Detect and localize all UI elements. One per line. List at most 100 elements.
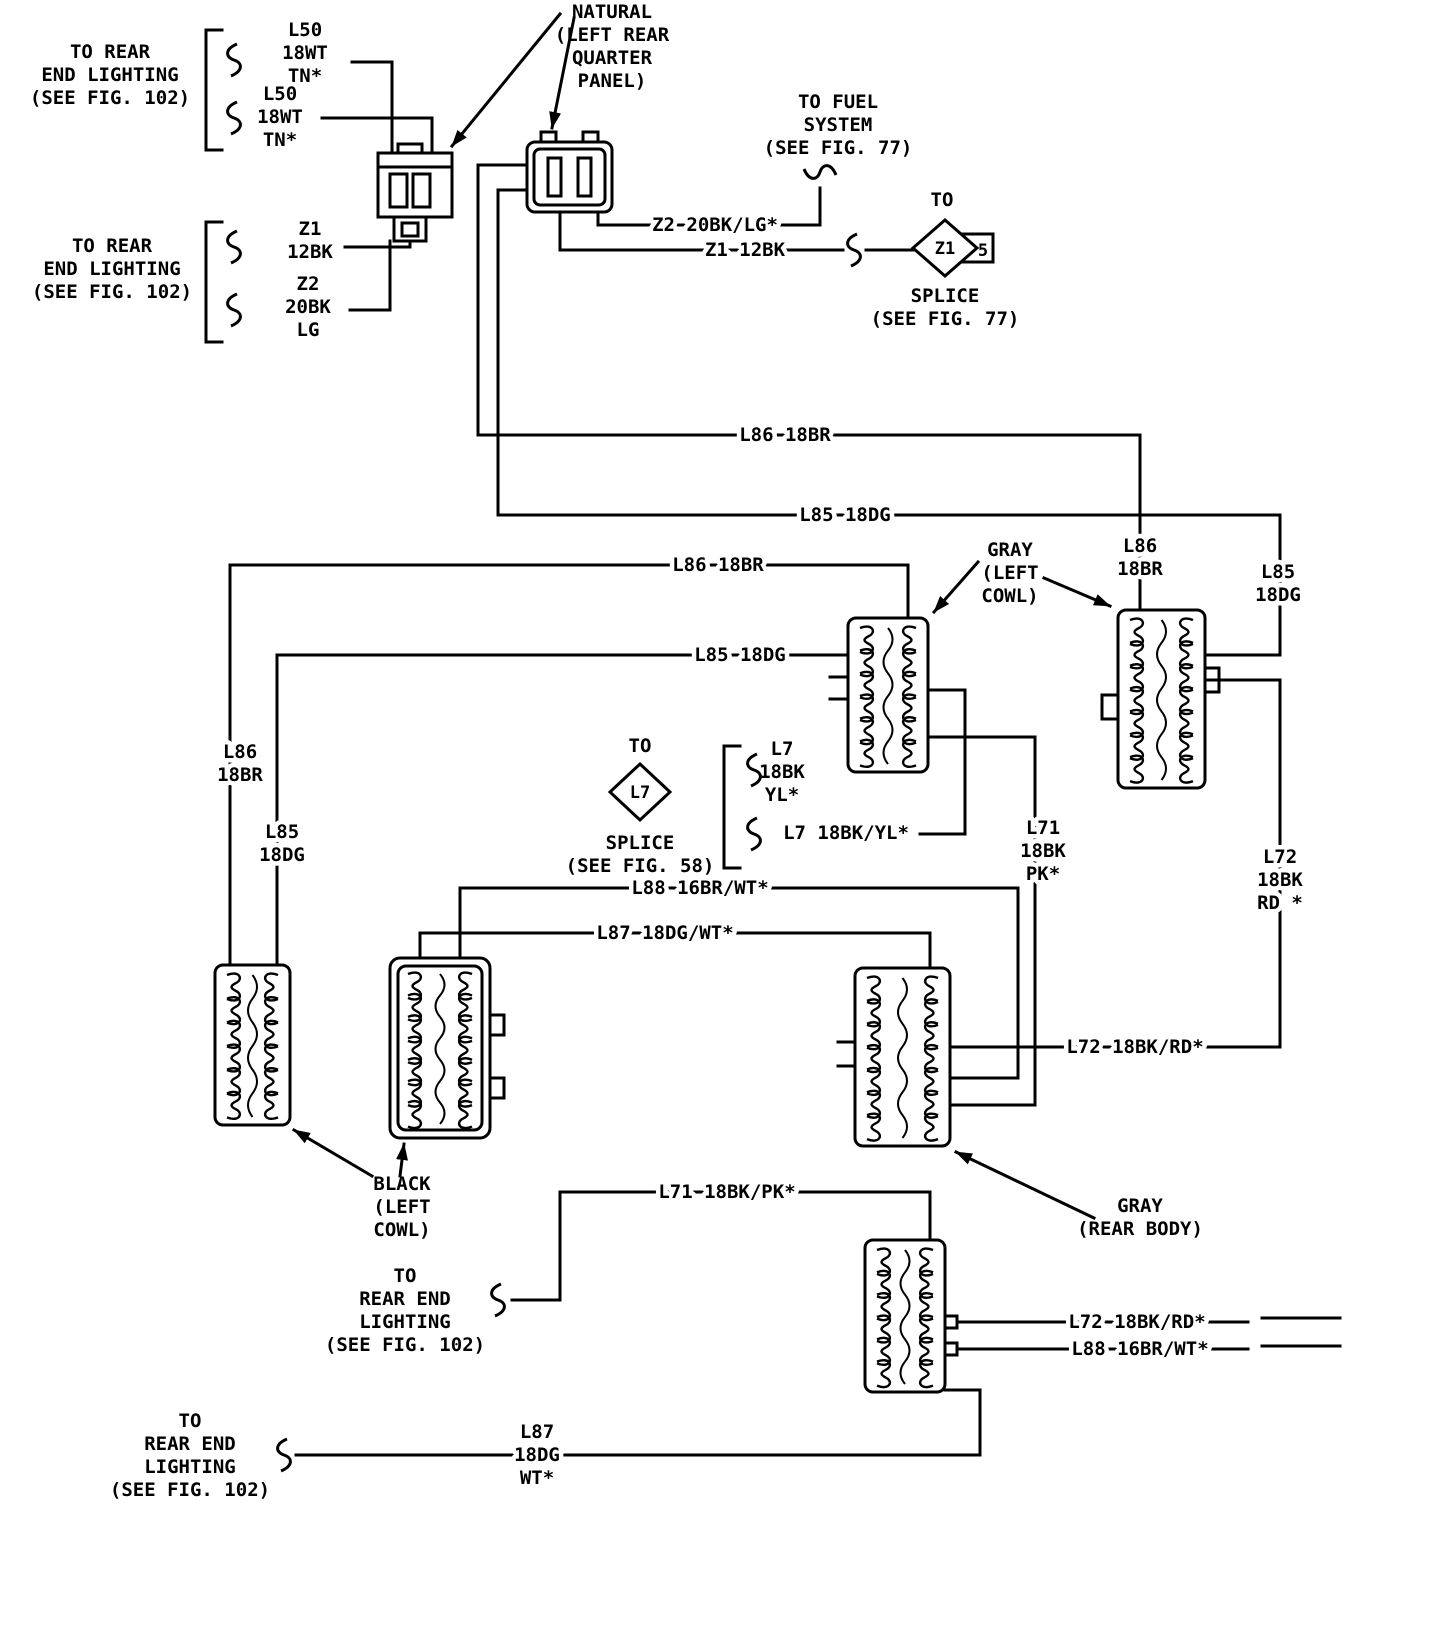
label-wire-l50-2: L50 18WT TN* (253, 79, 308, 156)
label-line: (LEFT (373, 1196, 430, 1218)
label-wire-z2-left: Z2 20BK LG (281, 269, 336, 346)
label-splice-l7-name: SPLICE (606, 832, 675, 854)
label-line: (SEE FIG. 102) (32, 281, 192, 303)
label-line: 20BK (285, 296, 331, 318)
label-line: TO (179, 1410, 202, 1432)
label-line: REAR END (144, 1433, 236, 1455)
label-line: REAR END (359, 1288, 451, 1310)
label-gray-rear-body: GRAY (REAR BODY) (1077, 1195, 1203, 1240)
label-line: PK* (1026, 863, 1060, 885)
label-wire-l7-stub: L7 18BK YL* (759, 738, 805, 806)
connector-natural-plug-b (525, 130, 614, 214)
label-rear-lighting-3: TO REAR END LIGHTING (SEE FIG. 102) (325, 1265, 485, 1356)
splice-z1-pin: 5 (978, 241, 988, 261)
wire-l71-bottom (510, 1190, 932, 1302)
wire-break-icon (746, 816, 762, 852)
label-rear-lighting-4: TO REAR END LIGHTING (SEE FIG. 102) (110, 1410, 270, 1501)
wire-break-icon (490, 1282, 506, 1318)
wire-z2-right (596, 186, 822, 227)
wire-l50-1 (350, 60, 394, 155)
label-splice-z1-fig: (SEE FIG. 77) (871, 308, 1020, 330)
label-line: L87 (520, 1421, 554, 1443)
label-line: 18WT (257, 106, 303, 128)
label-wire-l72-bottom: L72 18BK/RD* (1068, 1311, 1205, 1333)
label-line: (SEE FIG. 77) (764, 137, 913, 159)
wire-z1-right (558, 210, 845, 252)
splice-z1-symbol: Z1 5 (910, 218, 995, 278)
label-wire-l85-right: L85 18DG (1251, 557, 1306, 611)
label-line: END LIGHTING (41, 64, 178, 86)
label-line: END LIGHTING (43, 258, 180, 280)
wire-l87 (418, 931, 932, 970)
bracket-rear-lighting-2 (204, 220, 224, 344)
label-line: SYSTEM (804, 114, 873, 136)
label-black-left-cowl: BLACK (LEFT COWL) (373, 1173, 431, 1241)
label-wire-l87-bottom: L87 18DG WT* (510, 1417, 565, 1494)
label-line: WT* (520, 1467, 554, 1489)
label-wire-l71: L71 18BK/PK* (658, 1181, 795, 1203)
label-wire-l72-vertical: L72 18BK RD * (1253, 842, 1308, 919)
wire-l86-mid (228, 563, 910, 967)
label-splice-z1-name: SPLICE (911, 285, 980, 307)
label-line: TO (394, 1265, 417, 1287)
label-wire-l86-mid: L86 18BR (672, 554, 764, 576)
label-wire-l86-left: L86 18BR (213, 737, 268, 791)
label-line: L86 (1123, 535, 1157, 557)
wire-break-icon (226, 292, 242, 328)
splice-l7-symbol: L7 (607, 761, 673, 823)
arrow-natural-to-plug-b (549, 16, 576, 130)
wire-break-icon (226, 100, 242, 136)
label-line: COWL) (981, 585, 1038, 607)
label-line: 18WT (282, 42, 328, 64)
label-wire-l86-top: L86 18BR (739, 424, 831, 446)
label-line: L50 (288, 19, 322, 41)
label-line: GRAY (1117, 1195, 1163, 1217)
label-line: (SEE FIG. 102) (110, 1479, 270, 1501)
label-line: 18BR (1117, 558, 1163, 580)
connector-left-cowl-gray-1 (828, 616, 930, 774)
arrow-natural-to-plug-a (449, 11, 563, 149)
label-wire-l88: L88 16BR/WT* (631, 877, 768, 899)
label-wire-l85-top: L85 18DG (799, 504, 891, 526)
label-wire-l88-bottom: L88 16BR/WT* (1071, 1338, 1208, 1360)
bracket-l7 (722, 744, 742, 870)
label-line: 12BK (287, 241, 333, 263)
splice-z1-id: Z1 (935, 239, 955, 259)
label-wire-l71-vertical: L71 18BK PK* (1016, 813, 1071, 890)
label-line: TO FUEL (798, 91, 878, 113)
label-line: 18BK (1020, 840, 1066, 862)
bracket-rear-lighting-1 (204, 28, 224, 152)
label-line: GRAY (987, 539, 1033, 561)
connector-left-cowl-black-1 (213, 963, 292, 1127)
label-line: L50 (263, 83, 297, 105)
wire-break-icon (226, 42, 242, 78)
label-line: Z1 (299, 218, 322, 240)
label-line: L86 (223, 741, 257, 763)
wire-l85-top (496, 188, 1282, 657)
wire-break-icon (802, 164, 838, 180)
label-wire-z1-left: Z1 12BK (283, 214, 338, 268)
label-splice-l7-fig: (SEE FIG. 58) (566, 855, 715, 877)
label-line: LIGHTING (359, 1311, 451, 1333)
connector-left-cowl-black-2 (388, 956, 506, 1140)
label-line: 18BK (1257, 869, 1303, 891)
label-line: (SEE FIG. 102) (30, 87, 190, 109)
label-line: 18DG (1255, 584, 1301, 606)
label-line: (REAR BODY) (1077, 1218, 1203, 1240)
label-line: TO REAR (70, 41, 151, 63)
arrow-black-to-connector-2 (396, 1142, 408, 1178)
label-gray-left-cowl: GRAY (LEFT COWL) (981, 539, 1038, 607)
wire-l85-mid (275, 653, 850, 967)
label-wire-z1-right: Z1 12BK (705, 239, 786, 261)
connector-rear-body-gray-2 (863, 1238, 959, 1394)
connector-left-cowl-gray-2 (1100, 608, 1221, 790)
label-fuel-system: TO FUEL SYSTEM (SEE FIG. 77) (764, 91, 913, 159)
label-wire-z2-right: Z2 20BK/LG* (652, 214, 778, 236)
label-line: LG (297, 319, 320, 341)
wire-l72 (948, 678, 1282, 1049)
label-line: YL* (765, 784, 799, 806)
wire-l7 (918, 688, 967, 836)
label-natural-1: NATURAL (572, 1, 652, 23)
label-line: (LEFT (981, 562, 1038, 584)
